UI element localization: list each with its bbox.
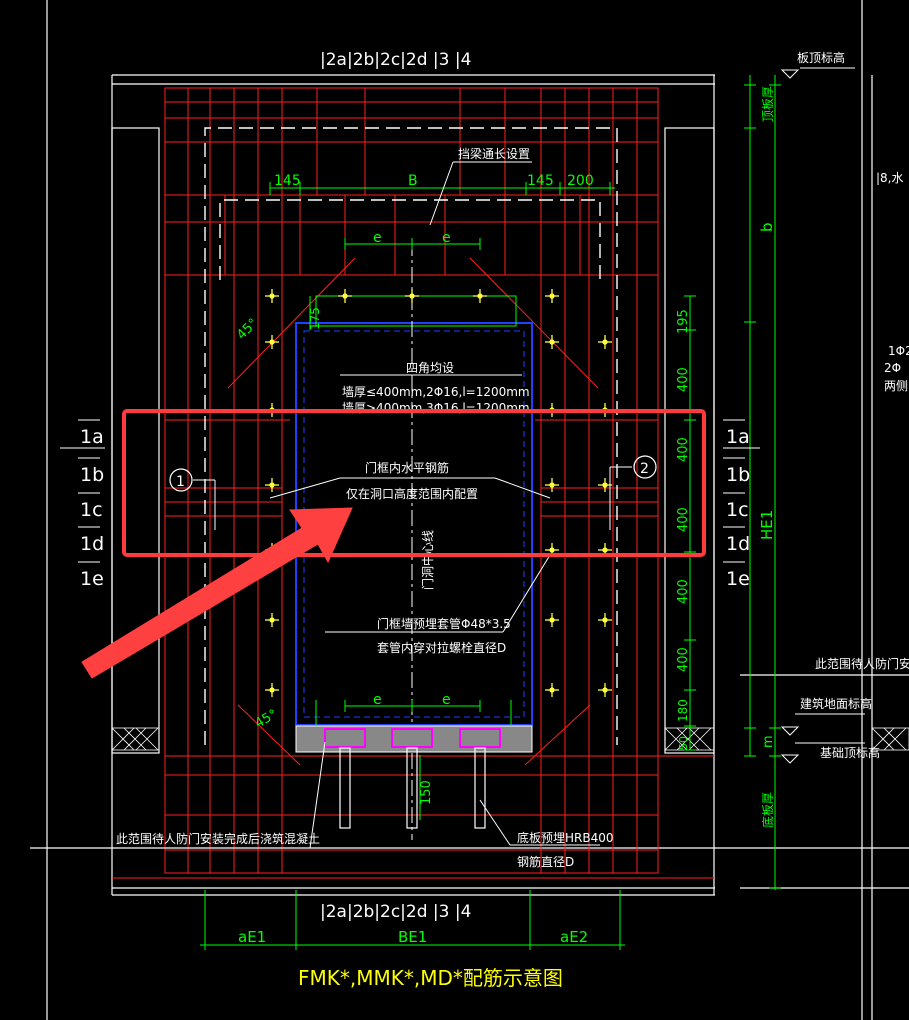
dim-50: 50 <box>677 736 690 750</box>
dim-b: b <box>758 222 776 232</box>
note-frame-horizontal-scope: 仅在洞口高度范围内配置 <box>346 486 478 501</box>
left-ref-1c: 1c <box>80 499 103 521</box>
dim-145-left: 145 <box>274 173 301 189</box>
sleeve-marker <box>545 335 559 349</box>
dim-200: 200 <box>567 173 594 189</box>
dim-400-2: 400 <box>676 437 691 462</box>
wall-outline <box>204 127 618 745</box>
dim-aE1: aE1 <box>238 928 266 946</box>
callout-circle-1 <box>169 468 193 492</box>
note-foundation-top-elev: 基础顶标高 <box>820 745 880 760</box>
note-sleeve-bolt: 套管内穿对拉螺栓直径D <box>377 640 506 655</box>
dim-180: 180 <box>676 699 690 722</box>
left-ref-1b: 1b <box>80 464 104 486</box>
sleeve-marker <box>473 289 487 303</box>
note-bottom-embed: 底板预埋HRB400 <box>517 830 614 845</box>
sleeve-marker <box>545 683 559 697</box>
column-labels-bottom: |2a|2b|2c|2d |3 |4 <box>320 902 471 922</box>
note-right-mid-partial-1: 1Φ2 <box>888 344 909 358</box>
dim-e-top-left: e <box>373 230 382 246</box>
left-ref-1a: 1a <box>80 426 104 448</box>
ref-separators <box>78 419 745 563</box>
callout-circle-2 <box>633 455 657 479</box>
column-labels-top: |2a|2b|2c|2d |3 |4 <box>320 50 471 70</box>
sleeve-marker <box>598 683 612 697</box>
note-pour-after-install: 此范围待人防门安装完成后浇筑混凝土 <box>116 831 320 846</box>
note-right-mid-partial-2: 2Φ <box>884 361 901 375</box>
dim-400-5: 400 <box>676 647 691 672</box>
note-bottom-bar-dia: 钢筋直径D <box>517 854 574 869</box>
dim-angle-top: 45° <box>234 316 261 343</box>
bottom-embed <box>295 238 533 829</box>
dim-B: B <box>408 173 418 189</box>
note-finish-floor-elev: 建筑地面标高 <box>800 696 872 711</box>
dim-angle-bottom: 45° <box>253 707 280 732</box>
note-door-centerline: 门洞中心线 <box>420 530 435 590</box>
dim-bottom-slab: 底板厚 <box>760 792 775 828</box>
sleeve-marker <box>265 478 279 492</box>
dim-145-right: 145 <box>527 173 554 189</box>
note-four-corners-line1: 墙厚≤400mm,2Φ16,l=1200mm <box>342 385 530 399</box>
leaders <box>60 67 865 849</box>
dim-m: m <box>761 735 776 748</box>
sleeve-marker <box>405 289 419 303</box>
dim-e-bottom-left: e <box>373 692 382 708</box>
note-lintel: 挡梁通长设置 <box>458 146 530 161</box>
jamb-outline <box>111 127 715 754</box>
note-frame-sleeve: 门框墙预埋套管Φ48*3.5 <box>377 616 511 631</box>
sleeve-marker <box>265 289 279 303</box>
dim-e-bottom-right: e <box>442 692 451 708</box>
sleeve-marker <box>265 683 279 697</box>
pointer-arrow <box>81 507 353 679</box>
note-slab-top-elev: 板顶标高 <box>797 50 845 65</box>
left-ref-1d: 1d <box>80 533 104 555</box>
sleeve-marker <box>545 613 559 627</box>
sleeve-marker <box>545 478 559 492</box>
note-four-corners-title: 四角均设 <box>406 361 454 375</box>
note-frame-horizontal-bar: 门框内水平钢筋 <box>365 460 449 475</box>
right-ref-1c: 1c <box>726 499 749 521</box>
note-right-mid-partial-3: 两侧 <box>884 379 908 393</box>
right-ref-1e: 1e <box>726 568 750 590</box>
elevation-symbols <box>780 69 800 764</box>
dim-150: 150 <box>419 780 434 805</box>
dim-e-top-right: e <box>442 230 451 246</box>
highlight-box <box>122 409 706 557</box>
dim-400-1: 400 <box>676 367 691 392</box>
dim-195: 195 <box>676 309 691 334</box>
dim-BE1: BE1 <box>398 928 427 946</box>
right-ref-1a: 1a <box>726 426 750 448</box>
sleeve-marker <box>265 613 279 627</box>
dim-400-4: 400 <box>676 579 691 604</box>
note-right-edge: 此范围待人防门安装后 <box>815 656 909 671</box>
dim-175: 175 <box>308 307 322 330</box>
rebar-grid <box>112 87 714 879</box>
note-right-top-partial: |8,水 <box>876 171 904 185</box>
sleeve-marker <box>545 289 559 303</box>
dim-HE1: HE1 <box>758 510 776 540</box>
dim-400-3: 400 <box>676 507 691 532</box>
sleeve-marker <box>265 335 279 349</box>
left-ref-1e: 1e <box>80 568 104 590</box>
drawing-title: FMK*,MMK*,MD*配筋示意图 <box>298 966 563 990</box>
right-ref-1d: 1d <box>726 533 750 555</box>
sleeve-marker <box>338 289 352 303</box>
dimension-lines <box>200 75 781 950</box>
sleeve-marker <box>598 335 612 349</box>
callout-label-1: 1 <box>176 474 185 490</box>
dim-aE2: aE2 <box>560 928 588 946</box>
sleeve-marker <box>598 613 612 627</box>
right-ref-1b: 1b <box>726 464 750 486</box>
dim-top-slab: 顶板厚 <box>761 86 775 122</box>
callout-label-2: 2 <box>640 461 649 477</box>
